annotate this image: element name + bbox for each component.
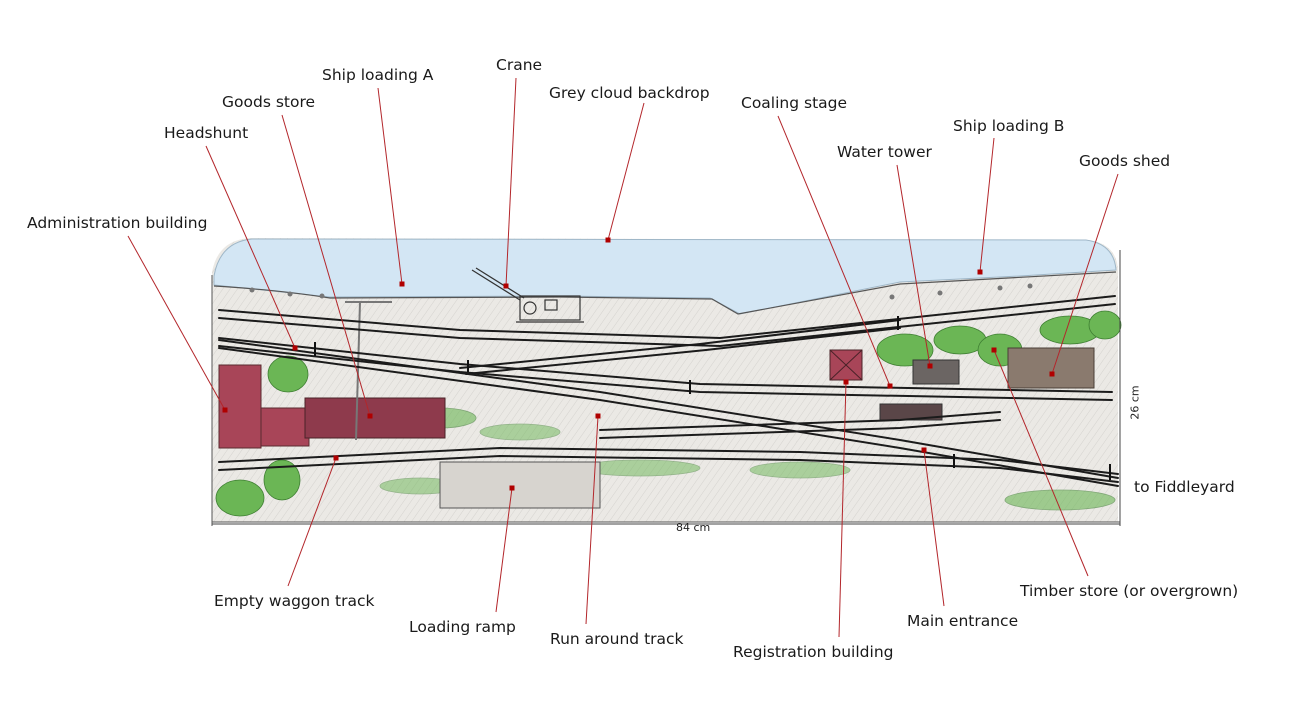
leader-main-entrance: [923, 449, 945, 607]
leader-ship-loading-a: [377, 87, 403, 285]
crane-drawing: [471, 267, 584, 323]
marker-water-tower: [927, 363, 933, 369]
goods-shed-drawing: [1007, 347, 1095, 389]
marker-registration-building: [843, 379, 849, 385]
track-plan: [218, 295, 1119, 487]
label-to-fiddleyard: to Fiddleyard: [1134, 478, 1235, 496]
water-tower-drawing: [912, 359, 960, 385]
leader-empty-waggon-track: [287, 457, 337, 587]
label-goods-store: Goods store: [222, 93, 316, 111]
label-markers: [222, 237, 1055, 491]
leader-water-tower: [896, 164, 931, 367]
loading-ramp-drawing: [439, 461, 601, 509]
leader-loading-ramp: [495, 487, 513, 613]
dimension-width: 84 cm: [676, 521, 711, 534]
quay-bollards: [249, 283, 1033, 300]
label-coaling-stage: Coaling stage: [741, 94, 848, 112]
leader-goods-store: [281, 114, 371, 417]
marker-headshunt: [292, 345, 298, 351]
administration-building-drawing: [218, 364, 262, 449]
marker-timber-store: [991, 347, 997, 353]
label-headshunt: Headshunt: [164, 124, 249, 142]
leader-run-around-track: [585, 415, 599, 625]
leader-administration-building: [127, 235, 226, 411]
marker-ship-loading-a: [399, 281, 405, 287]
label-registration-building: Registration building: [733, 643, 894, 661]
label-run-around-track: Run around track: [550, 630, 684, 648]
label-loading-ramp: Loading ramp: [409, 618, 516, 636]
label-ship-loading-a: Ship loading A: [322, 66, 434, 84]
buildings: [218, 301, 1095, 509]
label-water-tower: Water tower: [837, 143, 932, 161]
marker-goods-shed: [1049, 371, 1055, 377]
marker-administration-building: [222, 407, 228, 413]
marker-coaling-stage: [887, 383, 893, 389]
leader-ship-loading-b: [979, 137, 995, 273]
marker-crane: [503, 283, 509, 289]
label-administration-building: Administration building: [27, 214, 208, 232]
marker-grey-cloud-backdrop: [605, 237, 611, 243]
marker-loading-ramp: [509, 485, 515, 491]
dimension-lines: [212, 250, 1121, 526]
label-grey-cloud-backdrop: Grey cloud backdrop: [549, 84, 710, 102]
track-stops: [314, 316, 1111, 480]
label-empty-waggon-track: Empty waggon track: [214, 592, 375, 610]
marker-goods-store: [367, 413, 373, 419]
marker-run-around-track: [595, 413, 601, 419]
label-goods-shed: Goods shed: [1079, 152, 1171, 170]
leader-crane: [505, 77, 517, 287]
label-main-entrance: Main entrance: [907, 612, 1019, 630]
marker-ship-loading-b: [977, 269, 983, 275]
label-timber-store: Timber store (or overgrown): [1020, 582, 1239, 600]
marker-empty-waggon-track: [333, 455, 339, 461]
leader-goods-shed: [1051, 173, 1119, 375]
label-ship-loading-b: Ship loading B: [953, 117, 1065, 135]
dimension-depth: 26 cm: [1128, 385, 1142, 420]
marker-main-entrance: [921, 447, 927, 453]
water-area: [213, 238, 1117, 315]
label-crane: Crane: [496, 56, 543, 74]
leader-grey-cloud-backdrop: [607, 102, 645, 241]
leader-timber-store: [993, 349, 1089, 577]
goods-store-drawing: [304, 397, 446, 439]
leader-headshunt: [205, 145, 296, 349]
leader-registration-building: [838, 381, 847, 638]
leader-coaling-stage: [777, 115, 891, 387]
leader-lines: [127, 77, 1119, 638]
